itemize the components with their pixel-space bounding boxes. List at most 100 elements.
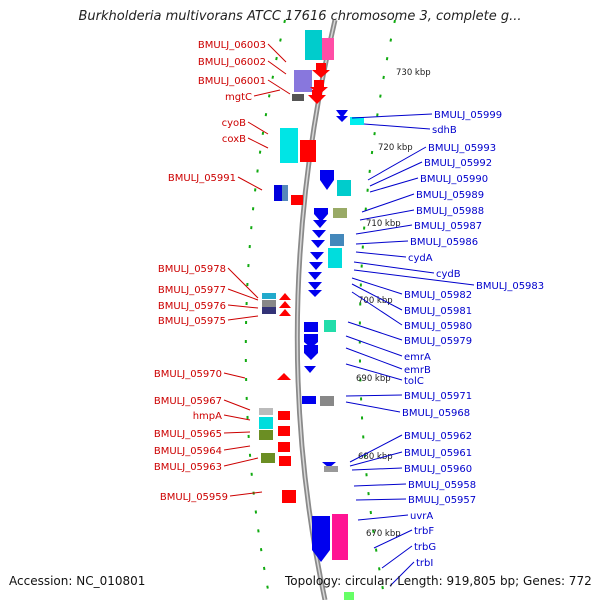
gene-block[interactable] [294, 70, 312, 92]
gene-label[interactable]: BMULJ_05977 [158, 285, 226, 296]
gene-label[interactable]: cydB [436, 269, 461, 280]
gene-block[interactable] [302, 396, 316, 404]
gene-label[interactable]: BMULJ_05960 [404, 464, 472, 475]
forward-gene-arrow[interactable] [278, 436, 290, 452]
reverse-gene-arrow[interactable] [309, 262, 323, 270]
gene-label[interactable]: BMULJ_05979 [404, 336, 472, 347]
gene-label[interactable]: BMULJ_05959 [160, 492, 228, 503]
gene-block[interactable] [274, 185, 282, 201]
gene-block[interactable] [330, 234, 344, 246]
gene-label[interactable]: mgtC [225, 92, 252, 103]
gene-label[interactable]: cyoB [222, 118, 247, 129]
gene-block[interactable] [305, 30, 322, 60]
gene-label[interactable]: BMULJ_05961 [404, 448, 472, 459]
forward-gene-arrow[interactable] [308, 90, 326, 104]
gene-label[interactable]: BMULJ_05988 [416, 206, 484, 217]
gene-block[interactable] [262, 307, 276, 314]
reverse-gene-arrow[interactable] [304, 334, 318, 348]
gene-block[interactable] [337, 180, 351, 196]
forward-gene-arrow[interactable] [277, 373, 291, 380]
reverse-gene-arrow[interactable] [336, 116, 348, 122]
gene-label[interactable]: BMULJ_05983 [476, 281, 544, 292]
forward-gene-arrow[interactable] [278, 420, 290, 436]
gene-label[interactable]: BMULJ_05965 [154, 429, 222, 440]
gene-label[interactable]: sdhB [432, 125, 457, 136]
gene-block[interactable] [280, 128, 298, 163]
forward-gene-arrow[interactable] [291, 188, 303, 205]
gene-block[interactable] [262, 300, 276, 307]
gene-block[interactable] [328, 248, 342, 268]
gene-label[interactable]: tolC [404, 376, 424, 387]
gene-block[interactable] [322, 38, 334, 60]
forward-gene-arrow[interactable] [279, 301, 291, 308]
gene-label[interactable]: BMULJ_05989 [416, 190, 484, 201]
reverse-gene-arrow[interactable] [313, 220, 327, 228]
gene-label[interactable]: BMULJ_05963 [154, 462, 222, 473]
gene-label[interactable]: BMULJ_05992 [424, 158, 492, 169]
gene-block[interactable] [259, 417, 273, 429]
gene-label[interactable]: coxB [222, 134, 246, 145]
gene-label[interactable]: BMULJ_05971 [404, 391, 472, 402]
gene-label[interactable]: BMULJ_05987 [414, 221, 482, 232]
gene-label[interactable]: BMULJ_05981 [404, 306, 472, 317]
gene-block[interactable] [282, 185, 288, 201]
gene-label[interactable]: BMULJ_05990 [420, 174, 488, 185]
gene-label[interactable]: BMULJ_05957 [408, 495, 476, 506]
gene-label[interactable]: BMULJ_06002 [198, 57, 266, 68]
gene-label[interactable]: BMULJ_05982 [404, 290, 472, 301]
reverse-gene-arrow[interactable] [310, 252, 324, 260]
forward-gene-arrow[interactable] [282, 483, 296, 503]
gene-block[interactable] [304, 322, 318, 332]
gene-label[interactable]: hmpA [193, 411, 222, 422]
gene-block[interactable] [333, 208, 347, 218]
gene-label[interactable]: BMULJ_05993 [428, 143, 496, 154]
reverse-gene-arrow[interactable] [304, 345, 318, 360]
reverse-gene-arrow[interactable] [304, 366, 316, 373]
reverse-gene-arrow[interactable] [322, 462, 336, 468]
reverse-gene-arrow[interactable] [336, 110, 348, 118]
gene-block[interactable] [324, 320, 336, 332]
gene-block[interactable] [262, 293, 276, 299]
gene-label[interactable]: trbG [414, 542, 436, 553]
forward-gene-arrow[interactable] [300, 132, 316, 162]
gene-label[interactable]: BMULJ_05964 [154, 446, 222, 457]
gene-block[interactable] [332, 514, 348, 560]
reverse-gene-arrow[interactable] [314, 208, 328, 222]
gene-label[interactable]: cydA [408, 253, 433, 264]
forward-gene-arrow[interactable] [312, 63, 330, 78]
gene-label[interactable]: BMULJ_05986 [410, 237, 478, 248]
gene-label[interactable]: BMULJ_05976 [158, 301, 226, 312]
gene-label[interactable]: BMULJ_05958 [408, 480, 476, 491]
gene-label[interactable]: BMULJ_05962 [404, 431, 472, 442]
gene-block[interactable] [259, 408, 273, 415]
gene-label[interactable]: BMULJ_05978 [158, 264, 226, 275]
gene-block[interactable] [344, 592, 354, 600]
forward-gene-arrow[interactable] [279, 450, 291, 466]
gene-label[interactable]: BMULJ_05968 [402, 408, 470, 419]
gene-block[interactable] [320, 396, 334, 406]
gene-label[interactable]: uvrA [410, 511, 433, 522]
gene-label[interactable]: BMULJ_05999 [434, 110, 502, 121]
gene-label[interactable]: BMULJ_05970 [154, 369, 222, 380]
gene-label[interactable]: emrA [404, 352, 431, 363]
reverse-gene-arrow[interactable] [308, 282, 322, 290]
gene-label[interactable]: BMULJ_05975 [158, 316, 226, 327]
gene-label[interactable]: BMULJ_05980 [404, 321, 472, 332]
gene-label[interactable]: BMULJ_06003 [198, 40, 266, 51]
gene-label[interactable]: trbF [414, 526, 434, 537]
reverse-gene-arrow[interactable] [308, 272, 322, 280]
forward-gene-arrow[interactable] [310, 80, 328, 95]
gene-label[interactable]: trbI [416, 558, 433, 569]
gene-block[interactable] [324, 466, 338, 472]
gene-label[interactable]: BMULJ_06001 [198, 76, 266, 87]
reverse-gene-arrow[interactable] [311, 240, 325, 248]
gene-block[interactable] [350, 117, 364, 125]
gene-block[interactable] [261, 453, 275, 463]
forward-gene-arrow[interactable] [278, 405, 290, 420]
gene-label[interactable]: BMULJ_05967 [154, 396, 222, 407]
reverse-gene-arrow[interactable] [312, 516, 330, 562]
reverse-gene-arrow[interactable] [308, 290, 322, 297]
reverse-gene-arrow[interactable] [312, 230, 326, 238]
forward-gene-arrow[interactable] [279, 293, 291, 300]
forward-gene-arrow[interactable] [279, 309, 291, 316]
